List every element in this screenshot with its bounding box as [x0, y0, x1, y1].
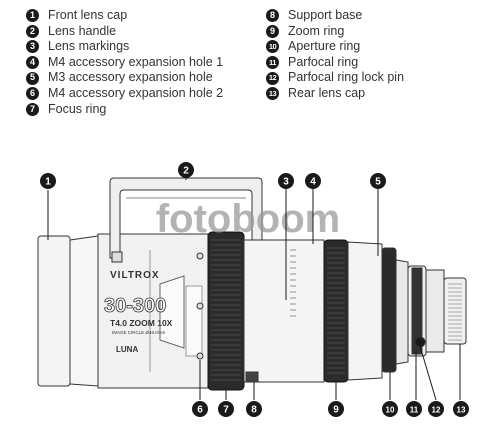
callout-11: 11: [406, 401, 422, 417]
legend-number-badge: 6: [26, 87, 39, 101]
callout-number: 9: [333, 405, 339, 416]
legend-number-badge: 2: [26, 24, 39, 38]
callout-number: 12: [432, 406, 441, 415]
callout-3: 3: [278, 173, 294, 189]
lens-illustration: [37, 177, 467, 391]
callout-10: 10: [382, 401, 398, 417]
legend-label: Front lens cap: [48, 8, 128, 22]
callout-number: 7: [223, 405, 229, 416]
legend-item-4: 4 M4 accessory expansion hole 1: [26, 55, 223, 71]
callout-number: 8: [251, 405, 257, 416]
legend-number-badge: 4: [26, 56, 39, 70]
legend-item-1: 1 Front lens cap: [26, 8, 223, 24]
legend-label: Focus ring: [48, 101, 107, 116]
legend-item-3: 3 Lens markings: [26, 39, 223, 55]
legend-number-badge: 3: [26, 40, 39, 54]
support-base: [245, 371, 259, 383]
callout-number: 10: [386, 406, 395, 415]
callout-number: 11: [410, 406, 419, 415]
callout-1: 1: [40, 173, 56, 189]
callout-13: 13: [453, 401, 469, 417]
legend-number-badge: 12: [266, 71, 279, 85]
legend-number-badge: 11: [266, 56, 279, 70]
legend-item-11: 11 Parfocal ring: [266, 55, 404, 71]
callout-7: 7: [218, 401, 234, 417]
scale-window: [159, 275, 185, 349]
legend-label: Support base: [288, 8, 363, 22]
legend-label: M4 accessory expansion hole 2: [48, 85, 224, 100]
model-label: 30-300: [104, 295, 166, 317]
callout-number: 1: [45, 177, 51, 188]
callout-4: 4: [305, 173, 321, 189]
lens-branding: VILTROX 30-300 T4.0 ZOOM 10X IMAGE CIRCL…: [104, 270, 173, 354]
legend-number-badge: 9: [266, 24, 279, 38]
callout-number: 6: [197, 405, 203, 416]
callout-number: 2: [183, 166, 189, 177]
legend-number-badge: 13: [266, 87, 279, 101]
callout-number: 4: [310, 177, 316, 188]
legend-left: 1 Front lens cap 2 Lens handle 3 Lens marking…: [26, 8, 223, 117]
rear-lens-cap: [443, 277, 467, 345]
legend-item-6: 6 M4 accessory expansion hole 2: [26, 86, 223, 102]
middle-barrel: [243, 239, 325, 383]
m4-hole-2-marker: [196, 352, 204, 360]
aperture-ring: [381, 247, 397, 373]
brand-label: VILTROX: [110, 270, 160, 281]
series-label: LUNA: [116, 345, 138, 354]
legend-label: M4 accessory expansion hole 1: [48, 54, 224, 69]
legend-item-8: 8 Support base: [266, 8, 404, 24]
rear-barrel: [347, 241, 383, 381]
legend-number-badge: 1: [26, 9, 39, 23]
legend-label: Lens handle: [48, 23, 117, 38]
legend-item-9: 9 Zoom ring: [266, 24, 404, 40]
legend-number-badge: 5: [26, 71, 39, 85]
callout-2: 2: [178, 162, 194, 178]
legend-item-7: 7 Focus ring: [26, 102, 223, 118]
rear-mount: [425, 269, 445, 353]
legend-label: Aperture ring: [288, 39, 361, 54]
focus-ring: [207, 231, 245, 391]
callout-6: 6: [192, 401, 208, 417]
spec-label: T4.0 ZOOM 10X: [110, 318, 173, 328]
legend-label: Zoom ring: [288, 23, 345, 38]
callout-number: 3: [283, 177, 289, 188]
legend-label: M3 accessory expansion hole: [48, 70, 213, 85]
legend-number-badge: 7: [26, 102, 39, 116]
legend-item-10: 10 Aperture ring: [266, 39, 404, 55]
callout-9: 9: [328, 401, 344, 417]
front-barrel: [69, 235, 99, 387]
legend-item-13: 13 Rear lens cap: [266, 86, 404, 102]
legend-label: Rear lens cap: [288, 85, 366, 100]
callout-number: 5: [375, 177, 381, 188]
front-lens-cap: [37, 235, 71, 387]
callout-lines: [47, 176, 461, 401]
legend-item-12: 12 Parfocal ring lock pin: [266, 70, 404, 86]
legend-label: Lens markings: [48, 39, 130, 54]
callout-5: 5: [370, 173, 386, 189]
parfocal-lock-pin: [414, 336, 426, 348]
callout-number: 13: [457, 406, 466, 415]
legend-label: Parfocal ring lock pin: [288, 70, 405, 85]
callout-8: 8: [246, 401, 262, 417]
watermark: fotoboom: [156, 197, 340, 241]
callout-12: 12: [428, 401, 444, 417]
circle-label: IMAGE CIRCLE Ø46.0mm: [112, 330, 166, 335]
legend-label: Parfocal ring: [288, 54, 359, 69]
legend-number-badge: 10: [266, 40, 279, 54]
legend-item-2: 2 Lens handle: [26, 24, 223, 40]
legend-item-5: 5 M3 accessory expansion hole: [26, 70, 223, 86]
zoom-ring: [323, 239, 349, 383]
legend-number-badge: 8: [266, 9, 279, 23]
